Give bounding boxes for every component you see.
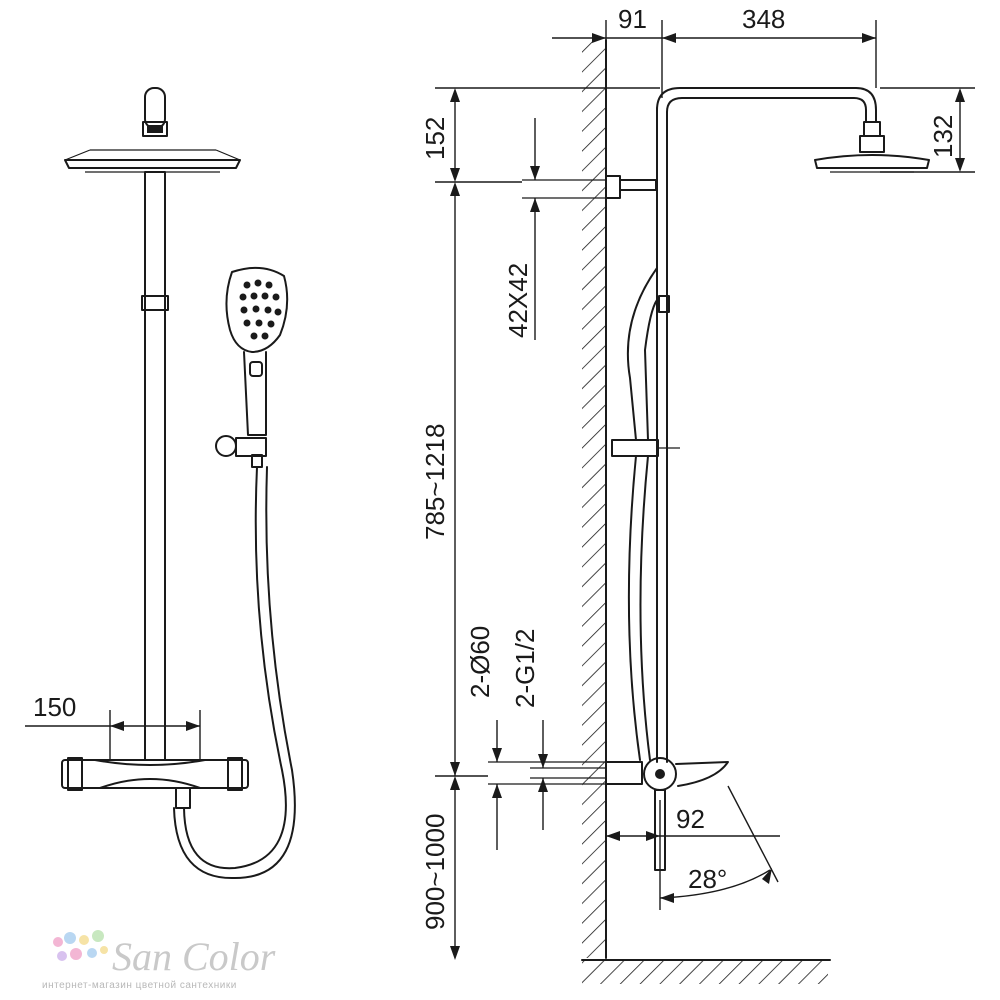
dim-label-92: 92 bbox=[676, 804, 705, 834]
logo-tagline: интернет-магазин цветной сантехники bbox=[42, 980, 237, 991]
front-hand-shower-head bbox=[225, 266, 289, 353]
side-shower-arm bbox=[656, 87, 877, 123]
brand-logo: San Color интернет-магазин цветной санте… bbox=[42, 930, 276, 991]
dim-label-348: 348 bbox=[742, 4, 785, 34]
floor-hatch bbox=[582, 960, 828, 984]
front-hand-shower-handle bbox=[243, 351, 267, 436]
dim-label-28-deg: 28° bbox=[688, 864, 727, 894]
side-upper-bracket bbox=[605, 175, 621, 199]
front-rain-head bbox=[64, 159, 241, 169]
side-shelf bbox=[675, 761, 729, 787]
dim-label-132: 132 bbox=[928, 115, 958, 158]
side-hose bbox=[627, 455, 641, 761]
dimension-labels: 150 91 348 132 152 42X42 785~1218 2-Ø60 … bbox=[33, 4, 958, 930]
dim-label-42x42: 42X42 bbox=[503, 263, 533, 338]
front-holder-knob bbox=[215, 435, 237, 457]
logo-brand-text: San Color bbox=[112, 934, 276, 979]
front-top-connector bbox=[142, 121, 168, 137]
side-view bbox=[488, 39, 930, 984]
dim-label-91: 91 bbox=[618, 4, 647, 34]
front-view bbox=[61, 87, 296, 880]
dimension-lines bbox=[25, 20, 975, 960]
dim-label-900-1000: 900~1000 bbox=[420, 814, 450, 930]
dim-label-2-d60: 2-Ø60 bbox=[465, 626, 495, 698]
front-hose bbox=[183, 466, 287, 870]
front-vertical-pipe bbox=[144, 171, 166, 761]
dim-label-150: 150 bbox=[33, 692, 76, 722]
side-holder bbox=[611, 439, 659, 457]
front-hand-shower-nozzles bbox=[239, 279, 282, 340]
front-thermostatic-bar bbox=[61, 759, 249, 789]
logo-dots bbox=[53, 930, 108, 961]
wall-hatch bbox=[582, 40, 606, 958]
front-slide-ring bbox=[141, 295, 169, 311]
side-inlet-fittings bbox=[605, 761, 643, 785]
dim-label-2-g12: 2-G1/2 bbox=[510, 629, 540, 709]
dim-label-152: 152 bbox=[420, 117, 450, 160]
side-hand-shower bbox=[626, 267, 658, 441]
side-rain-head bbox=[814, 154, 930, 169]
dim-label-785-1218: 785~1218 bbox=[420, 424, 450, 540]
